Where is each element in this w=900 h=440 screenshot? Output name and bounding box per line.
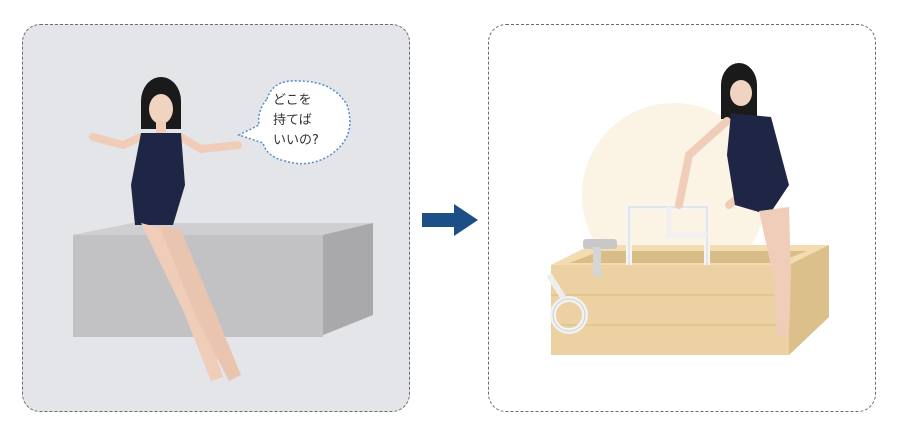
speech-bubble-outline (237, 80, 351, 165)
speech-bubble-text: どこを 持てば いいの? (273, 91, 343, 151)
right-arrow-icon (420, 202, 480, 238)
speech-line-2: 持てば (273, 113, 312, 128)
faucet-with-hose (546, 239, 617, 334)
person-shrugging (89, 77, 242, 381)
gray-bathtub (73, 223, 373, 337)
before-scene-illustration (73, 77, 373, 381)
speech-line-1: どこを (273, 93, 312, 108)
after-scene-illustration (546, 63, 829, 355)
before-panel: どこを 持てば いいの? (22, 24, 410, 412)
speech-bubble: どこを 持てば いいの? (237, 77, 353, 177)
person-holding-bar (675, 63, 791, 337)
speech-line-3: いいの? (273, 133, 319, 148)
after-panel (488, 24, 876, 412)
grab-bar (626, 204, 710, 265)
